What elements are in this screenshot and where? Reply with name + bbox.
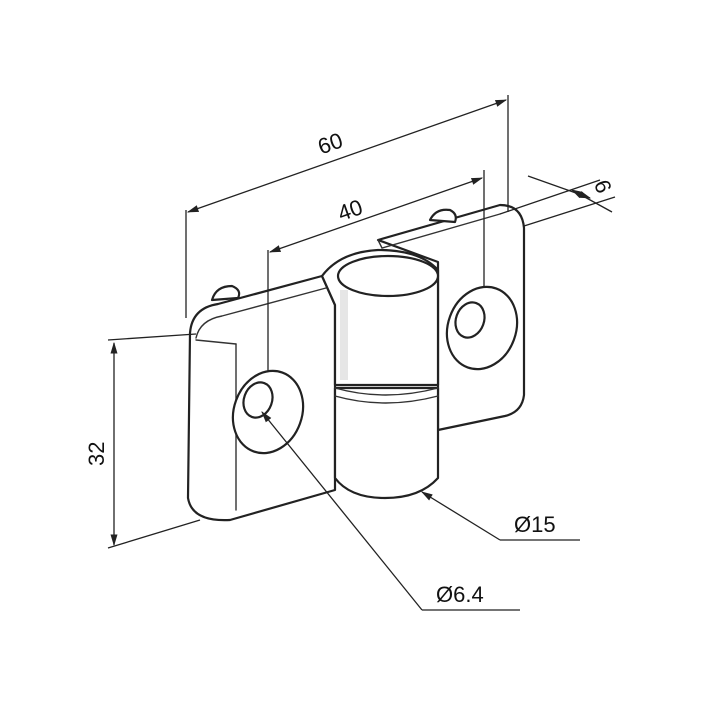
height-label: 32 <box>84 442 109 466</box>
rear-lug-left <box>210 284 241 302</box>
hole-right <box>445 285 519 371</box>
knuckle-top <box>336 254 440 298</box>
knuckle-split-line-2 <box>334 395 439 404</box>
leader-hole-diameter: Ø6.4 <box>261 411 520 611</box>
dimension-height: 32 <box>84 333 201 549</box>
pin-diameter-label: Ø15 <box>514 512 556 537</box>
hole-diameter-label: Ø6.4 <box>436 582 484 607</box>
hole-spacing-label: 40 <box>334 194 365 226</box>
front-leaf-top-edge <box>195 339 237 345</box>
rear-lug-right <box>428 208 457 224</box>
knuckle-shade <box>340 290 348 380</box>
hinge-body <box>186 203 526 522</box>
knuckle-lower <box>333 386 440 500</box>
thickness-label: 6 <box>589 176 617 196</box>
leader-pin-diameter: Ø15 <box>421 491 580 541</box>
knuckle-split-line <box>334 387 439 396</box>
overall-width-label: 60 <box>315 128 346 160</box>
front-leaf-rounded-edge <box>195 287 327 339</box>
